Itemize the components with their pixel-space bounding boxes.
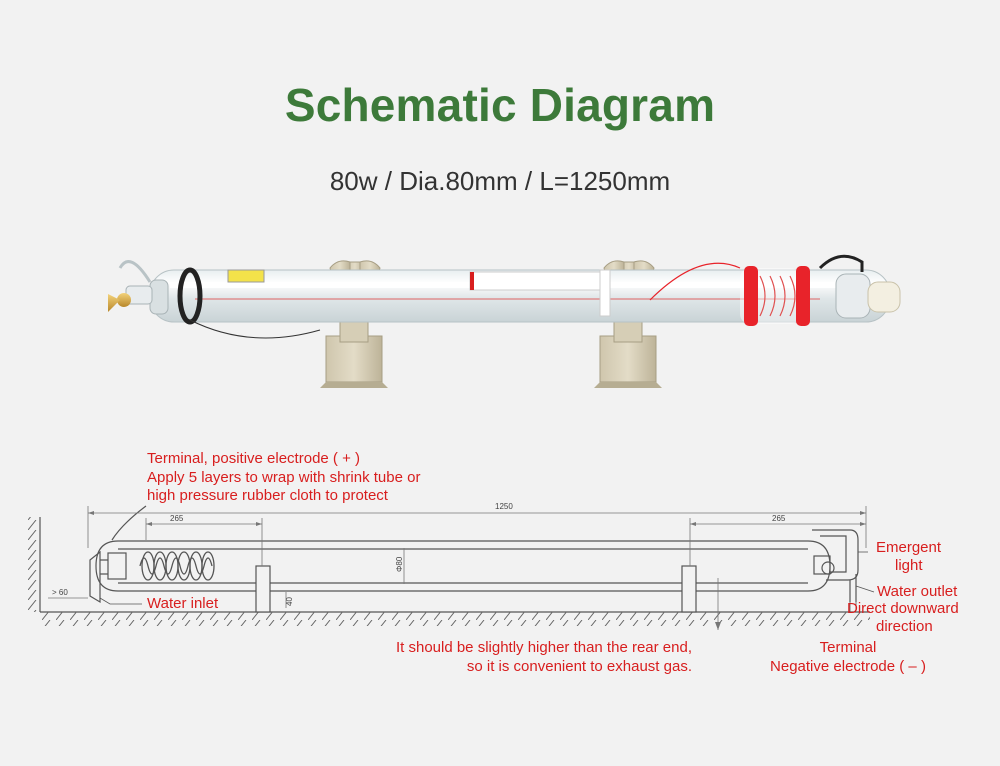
- leader-lines: [99, 551, 875, 612]
- positive-terminal-line-3: high pressure rubber cloth to protect: [147, 487, 389, 504]
- emergent-light-line-1: Emergent: [876, 539, 942, 556]
- water-inlet-label: Water inlet: [147, 595, 219, 612]
- left-coil-spring: [139, 551, 215, 581]
- dim-left-offset: > 60: [52, 588, 68, 597]
- exhaust-note-line-1: It should be slightly higher than the re…: [396, 639, 692, 656]
- laser-tube-illustration: [108, 254, 901, 388]
- dim-diameter: Φ80: [395, 556, 404, 572]
- negative-terminal-line-2: Negative electrode ( – ): [770, 658, 926, 675]
- positive-terminal-line-2: Apply 5 layers to wrap with shrink tube …: [147, 469, 420, 486]
- dimension-lines: [48, 506, 867, 630]
- page-subtitle: 80w / Dia.80mm / L=1250mm: [329, 166, 671, 196]
- emergent-light-line-2: light: [895, 557, 923, 574]
- page-title: Schematic Diagram: [284, 79, 716, 131]
- water-outlet-label: Water outlet: [877, 583, 958, 600]
- negative-terminal-line-1: Terminal: [820, 639, 877, 656]
- right-support-block: [681, 565, 697, 613]
- downward-direction-line-1: Direct downward: [847, 600, 959, 617]
- dim-right-span: 265: [772, 514, 786, 523]
- left-support-block: [255, 565, 271, 613]
- positive-terminal-line-1: Terminal, positive electrode ( + ): [147, 450, 360, 467]
- dim-overall-length: 1250: [495, 502, 513, 511]
- exhaust-note-line-2: so it is convenient to exhaust gas.: [467, 658, 692, 675]
- downward-direction-line-2: direction: [876, 618, 933, 635]
- dim-height-gap: 40: [285, 597, 294, 606]
- schematic-drawing: [28, 505, 875, 630]
- dim-left-span: 265: [170, 514, 184, 523]
